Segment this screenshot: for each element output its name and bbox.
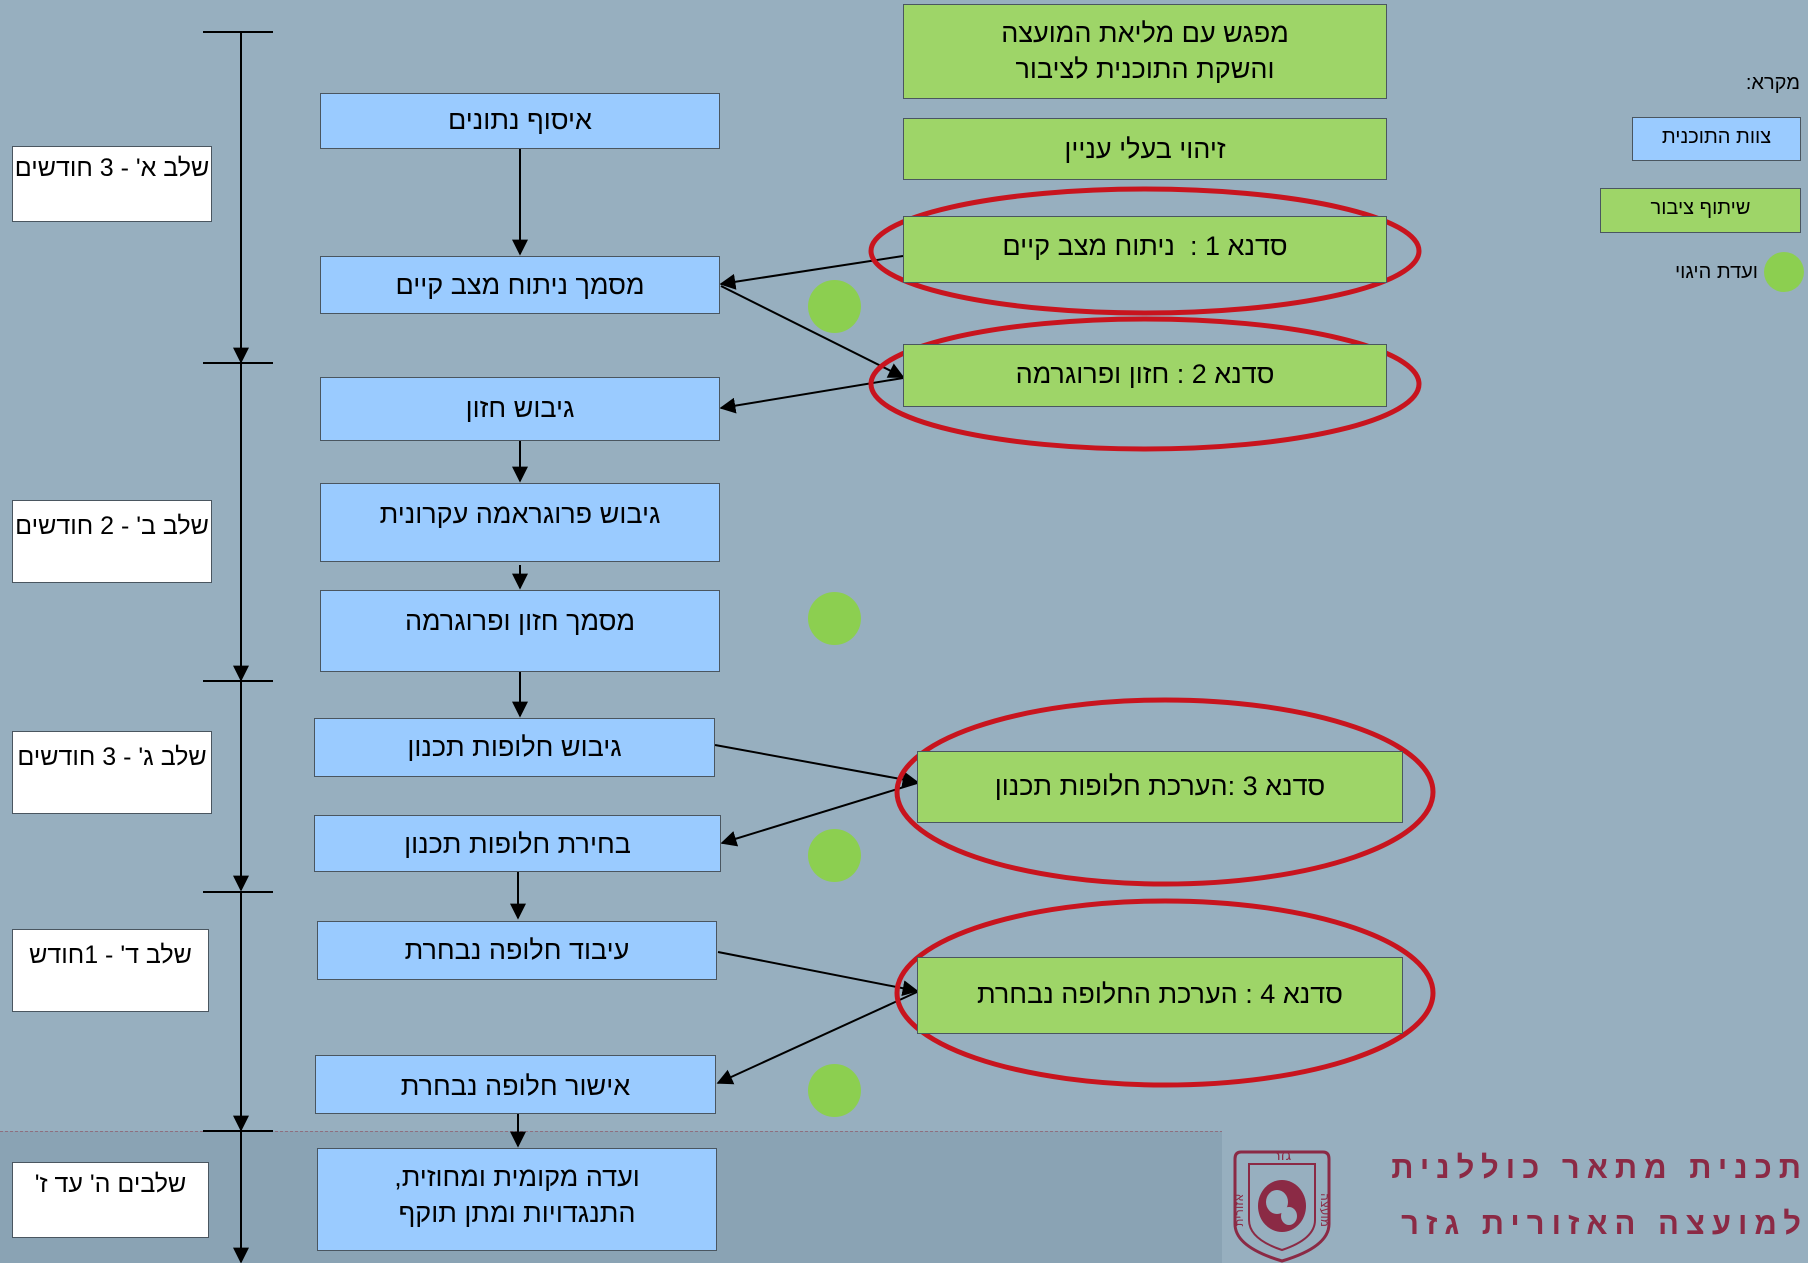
arrow-alternatives-to-workshop3 xyxy=(714,744,919,788)
workshop3-highlight xyxy=(894,697,1436,887)
step-chosen-approval: אישור חלופה נבחרת xyxy=(315,1055,716,1114)
workshop4-highlight xyxy=(894,898,1436,1088)
stage-label-d: שלב ד' - 1חודש xyxy=(12,929,209,1012)
arrow-processing-to-workshop4 xyxy=(717,951,919,997)
arrow-workshop3-to-choice xyxy=(720,782,918,847)
logo-title-line-1: תכנית מתאר כוללנית xyxy=(1391,1150,1808,1185)
step-program-formation: גיבוש פרוגראמה עקרונית xyxy=(320,483,720,562)
legend-steering-dot xyxy=(1764,252,1804,292)
steering-committee-dot-1 xyxy=(808,280,861,333)
legend-steering: ועדת היגוי xyxy=(1674,261,1758,283)
step-data-collection: איסוף נתונים xyxy=(320,93,720,149)
highlight-ellipses xyxy=(868,186,1436,1088)
stage-label-b: שלב ב' - 2 חודשים xyxy=(12,500,212,583)
timeline xyxy=(203,31,273,1263)
step-workshop-1: סדנא 1 : ניתוח מצב קיים xyxy=(903,216,1387,283)
step-vision-formation: גיבוש חזון xyxy=(320,377,720,441)
svg-text:אזורית: אזורית xyxy=(1232,1194,1246,1227)
step-alternatives-choice: בחירת חלופות תכנון xyxy=(314,815,721,872)
steering-committee-dot-3 xyxy=(808,829,861,882)
steering-committee-dot-4 xyxy=(808,1064,861,1117)
flow-arrows xyxy=(510,149,528,1148)
step-vision-program-doc: מסמך חזון ופרוגרמה xyxy=(320,590,720,672)
step-statutory-approval: ועדה מקומית ומחוזית, התנגדויות ומתן תוקף xyxy=(317,1148,717,1251)
arrow-workshop4-to-approval xyxy=(716,991,918,1085)
step-workshop-4: סדנא 4 : הערכת החלופה נבחרת xyxy=(917,957,1403,1034)
step-stakeholder-identification: זיהוי בעלי עניין xyxy=(903,118,1387,180)
band-divider xyxy=(0,1131,1808,1132)
legend-title: מקרא: xyxy=(1745,72,1800,94)
logo-title-line-2: למועצה האזורית גזר xyxy=(1401,1206,1808,1241)
legend-public: שיתוף ציבור xyxy=(1600,188,1801,233)
council-seal-logo: גזר אזורית מועצה xyxy=(1232,1148,1332,1263)
legend-team: צוות התוכנית xyxy=(1632,117,1801,161)
step-existing-analysis-doc: מסמך ניתוח מצב קיים xyxy=(320,256,720,314)
svg-text:גזר: גזר xyxy=(1273,1148,1292,1164)
step-workshop-3: סדנא 3 :הערכת חלופות תכנון xyxy=(917,751,1403,823)
arrow-analysis-to-workshop2 xyxy=(720,285,905,378)
step-chosen-processing: עיבוד חלופה נבחרת xyxy=(317,921,717,980)
svg-text:מועצה: מועצה xyxy=(1318,1193,1332,1227)
step-workshop-2: סדנא 2 : חזון ופרוגרמה xyxy=(903,344,1387,407)
exchange-arrows xyxy=(714,255,919,1085)
step-council-launch: מפגש עם מליאת המועצה והשקת התוכנית לציבו… xyxy=(903,4,1387,99)
workshop2-highlight xyxy=(868,316,1422,452)
stage-label-e: שלבים ה' עד ז' xyxy=(12,1162,209,1238)
workshop1-highlight xyxy=(868,186,1422,316)
steering-committee-dot-2 xyxy=(808,592,861,645)
stage-label-a: שלב א' - 3 חודשים xyxy=(12,146,212,222)
step-alternatives-formation: גיבוש חלופות תכנון xyxy=(314,718,715,777)
stage-label-c: שלב ג' - 3 חודשים xyxy=(12,731,212,814)
